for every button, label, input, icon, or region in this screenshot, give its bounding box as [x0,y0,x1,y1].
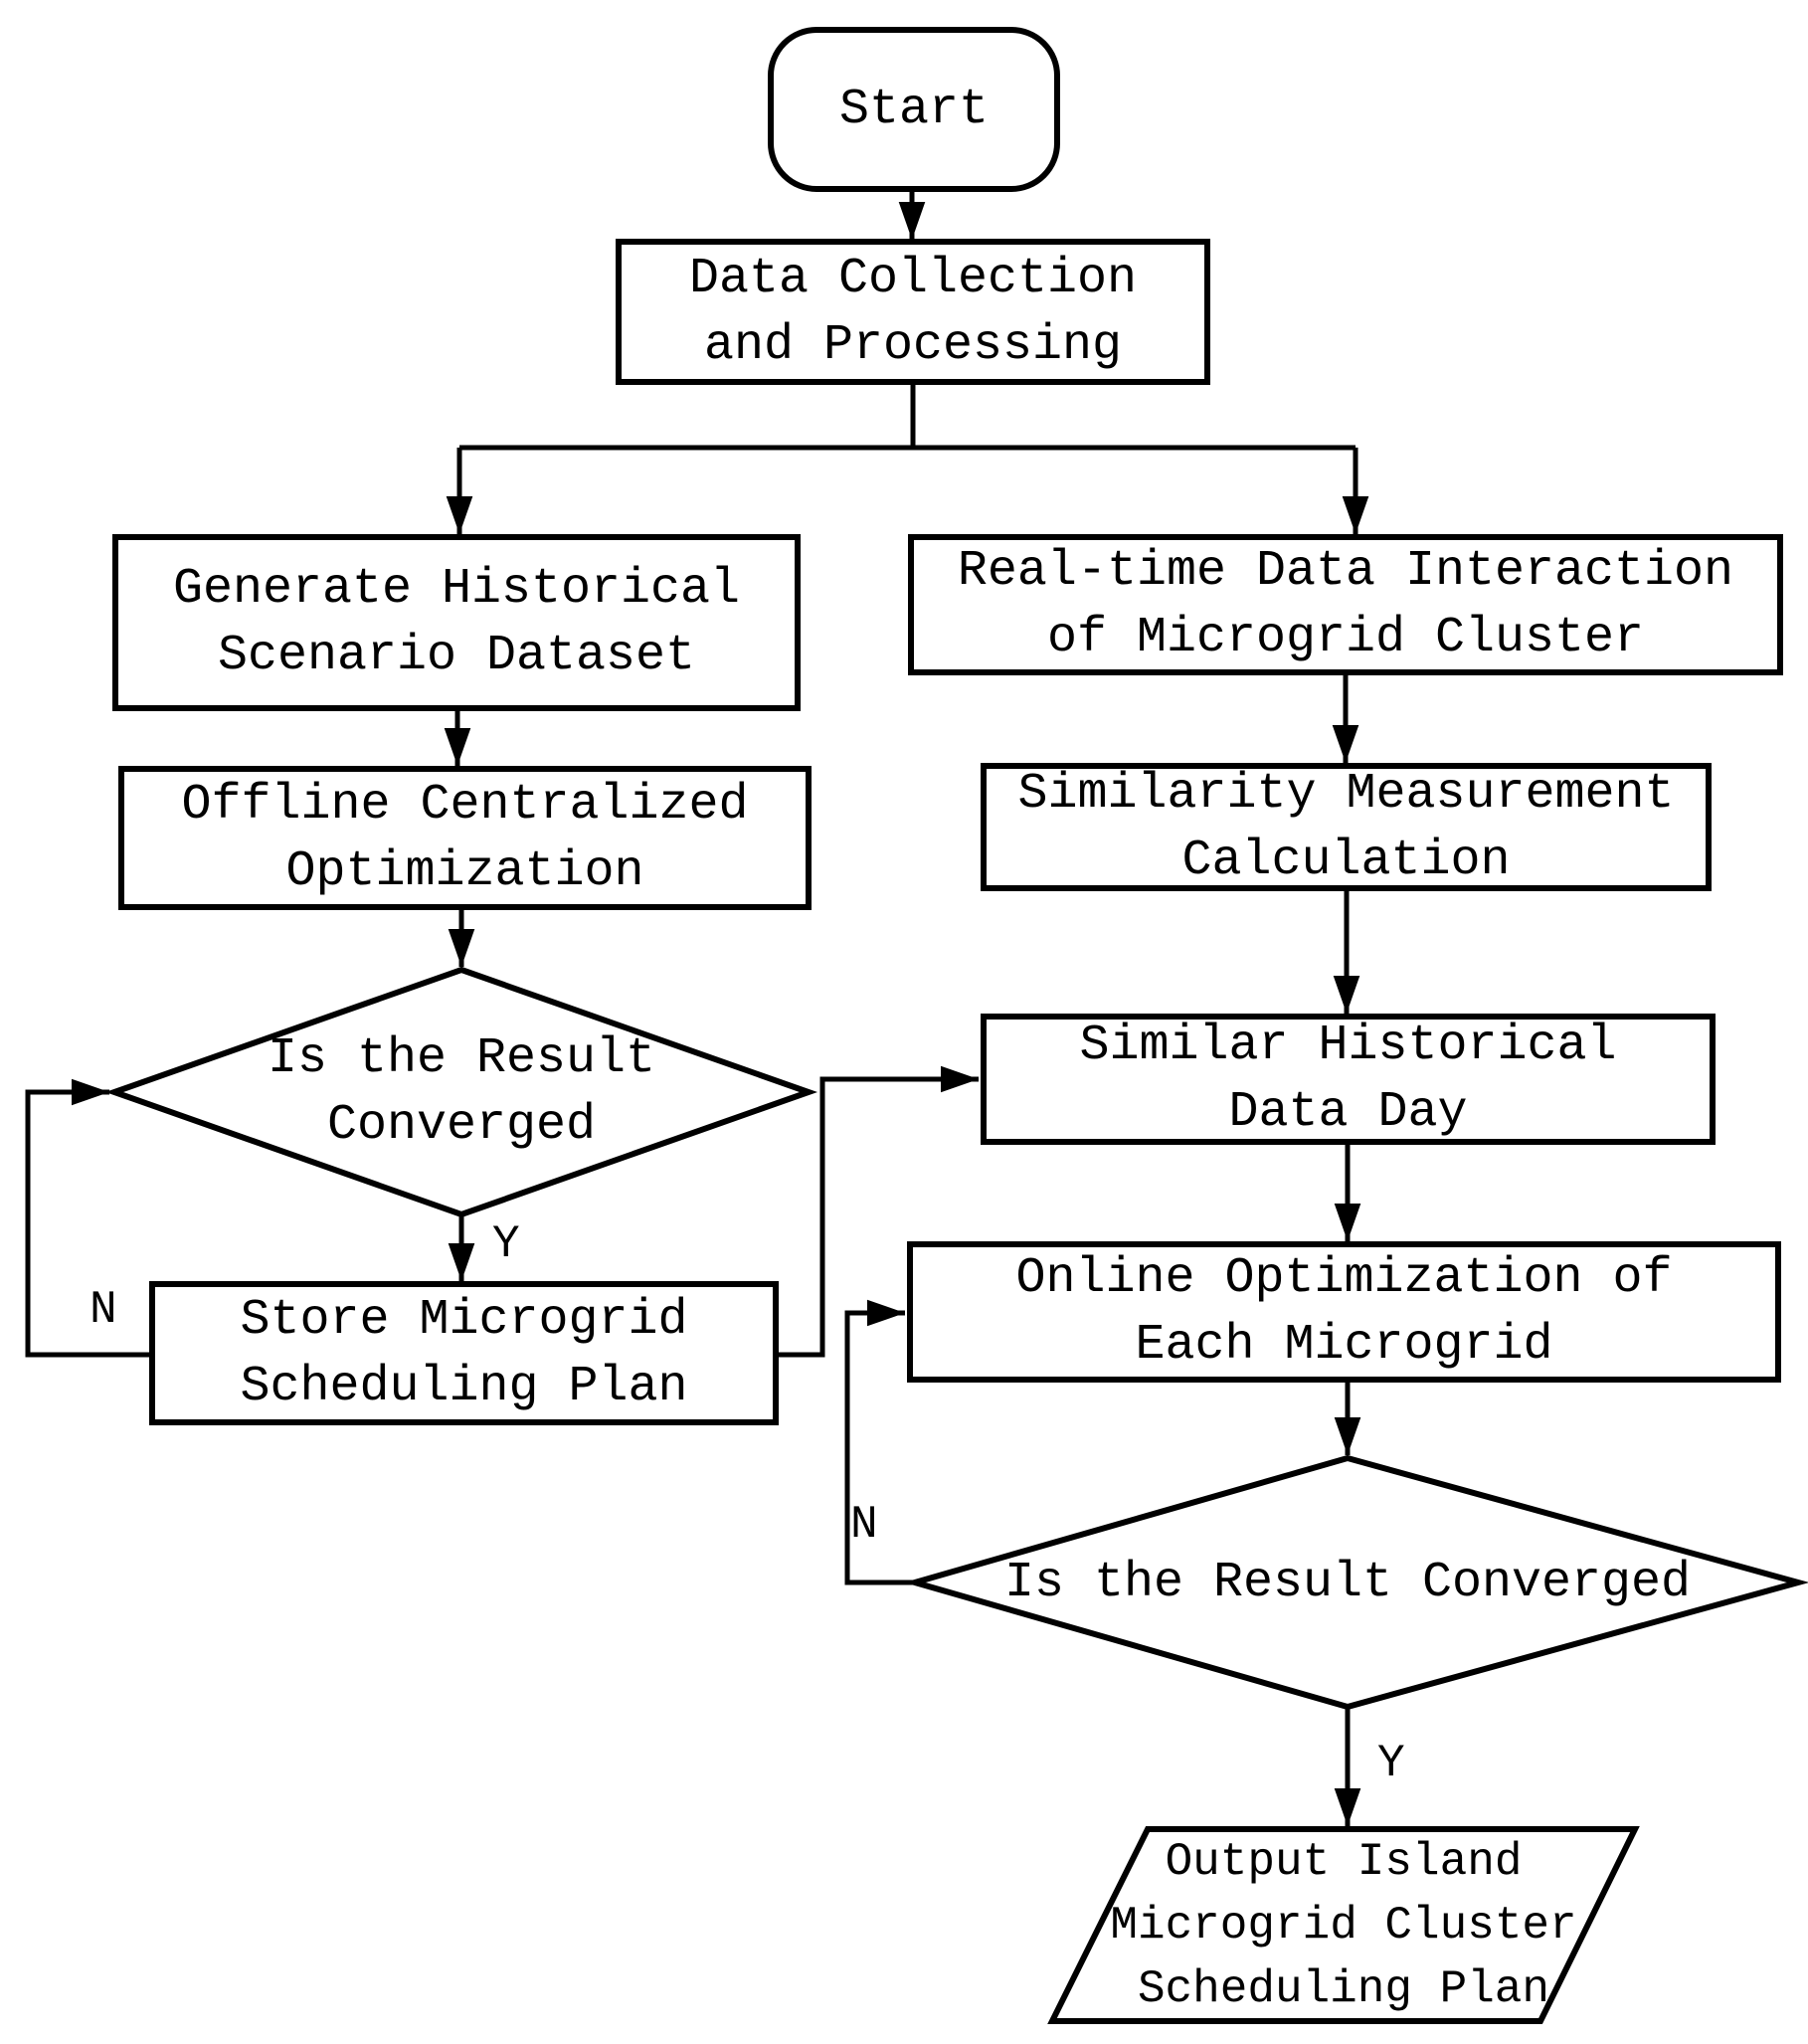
process-realtime-interaction: Real-time Data Interaction of Microgrid … [911,537,1780,672]
decision-online-line1: Is the Result Converged [1003,1554,1692,1611]
similar-day-line1: Similar Historical [1079,1018,1617,1074]
start-label: Start [838,81,990,138]
realtime-interaction-line1: Real-time Data Interaction [957,543,1734,600]
realtime-interaction-line2: of Microgrid Cluster [1046,610,1645,666]
process-generate-historical-shape [112,534,801,711]
process-offline-optimization: Offline Centralized Optimization [121,769,809,907]
offline-optimization-line1: Offline Centralized [181,776,749,834]
process-similar-day-shape [981,1014,1716,1145]
arrow-store-plan-no-loop-to-decision [25,1078,152,1358]
output-plan-line1: Output Island [1165,1836,1523,1888]
decision-online-converged: Is the Result Converged [970,1548,1725,1617]
label-online-no: N [850,1499,878,1551]
io-output-plan-shape [1047,1826,1640,2024]
similar-day-line2: Data Day [1228,1084,1468,1141]
online-optimization-line2: Each Microgrid [1135,1317,1553,1374]
similarity-calculation-line1: Similarity Measurement [1017,765,1675,823]
label-online-yes: Y [1377,1738,1405,1789]
online-optimization-line1: Online Optimization of [1015,1250,1673,1307]
arrow-decision-no-loop-to-online-optimization [844,1299,915,1585]
output-plan-line2: Microgrid Cluster [1110,1900,1577,1951]
process-generate-historical: Generate Historical Scenario Dataset [115,537,798,708]
process-store-plan: Store Microgrid Scheduling Plan [152,1284,776,1422]
label-offline-yes: Y [492,1218,520,1270]
process-similarity-calculation: Similarity Measurement Calculation [984,766,1709,889]
decision-offline-line2: Converged [326,1097,597,1154]
process-online-optimization-shape [907,1241,1781,1383]
process-online-optimization: Online Optimization of Each Microgrid [910,1244,1778,1380]
process-similarity-calculation-shape [981,763,1712,891]
store-plan-line2: Scheduling Plan [240,1358,688,1415]
data-collection-line2: and Processing [703,316,1123,374]
offline-optimization-line2: Optimization [285,842,644,900]
process-offline-optimization-shape [118,766,812,910]
label-offline-no: N [90,1284,117,1336]
process-data-collection-shape [616,239,1210,385]
similarity-calculation-line2: Calculation [1181,832,1511,889]
decision-offline-line1: Is the Result [267,1030,656,1087]
process-realtime-interaction-shape [908,534,1783,675]
output-plan-line3: Scheduling Plan [1137,1963,1550,2015]
decision-offline-converged: Is the Result Converged [213,1013,710,1172]
store-plan-line1: Store Microgrid [240,1291,688,1349]
process-similar-day: Similar Historical Data Day [984,1017,1713,1142]
generate-historical-line1: Generate Historical [172,561,741,618]
data-collection-line1: Data Collection [688,250,1138,307]
arrow-store-plan-to-similar-day [776,1065,979,1358]
generate-historical-line2: Scenario Dataset [217,628,696,684]
start-node: Start [771,30,1057,189]
process-data-collection: Data Collection and Processing [619,242,1207,382]
io-output-plan: Output Island Microgrid Cluster Scheduli… [1085,1833,1602,2018]
